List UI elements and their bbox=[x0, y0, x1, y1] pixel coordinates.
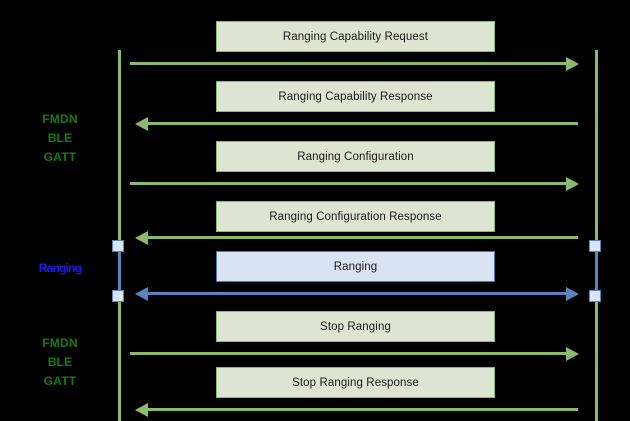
message-arrow-line-stop-ranging-response bbox=[148, 408, 578, 411]
message-box-ranging-capability-response[interactable]: Ranging Capability Response bbox=[216, 81, 495, 112]
phase-label-line-2: BLE bbox=[47, 131, 73, 145]
message-arrow-head-right-ranging-configuration bbox=[566, 176, 579, 191]
message-arrow-head-left-stop-ranging-response bbox=[135, 402, 148, 417]
message-arrow-line-ranging-configuration bbox=[130, 182, 566, 185]
activation-node-left-top bbox=[112, 240, 124, 252]
message-arrow-head-right-ranging-capability-request bbox=[566, 56, 579, 71]
message-box-ranging-capability-request[interactable]: Ranging Capability Request bbox=[216, 21, 495, 52]
message-box-ranging-configuration-response[interactable]: Ranging Configuration Response bbox=[216, 201, 495, 232]
left-lifeline-lower bbox=[118, 300, 121, 421]
right-lifeline-upper bbox=[595, 50, 598, 246]
message-arrow-head-left-ranging-configuration-response bbox=[135, 230, 148, 245]
message-arrow-line-ranging bbox=[148, 292, 566, 295]
message-arrow-line-ranging-capability-response bbox=[148, 122, 578, 125]
message-arrow-head-left-ranging bbox=[135, 286, 148, 301]
left-lifeline-upper bbox=[118, 50, 121, 246]
phase-label-line-1: FMDN bbox=[42, 336, 78, 350]
activation-node-right-bottom bbox=[589, 290, 601, 302]
phase-label-line-1: Ranging bbox=[38, 261, 82, 275]
phase-label-line-3: GATT bbox=[43, 374, 77, 388]
activation-node-right-top bbox=[589, 240, 601, 252]
message-arrow-line-stop-ranging bbox=[130, 352, 566, 355]
message-arrow-line-ranging-capability-request bbox=[130, 62, 566, 65]
message-box-ranging-configuration[interactable]: Ranging Configuration bbox=[216, 141, 495, 172]
message-box-stop-ranging[interactable]: Stop Ranging bbox=[216, 311, 495, 342]
right-lifeline-ranging-segment bbox=[595, 244, 598, 302]
phase-label-ranging: Ranging bbox=[24, 259, 96, 278]
right-lifeline-lower bbox=[595, 300, 598, 421]
message-box-stop-ranging-response[interactable]: Stop Ranging Response bbox=[216, 367, 495, 398]
activation-node-left-bottom bbox=[112, 290, 124, 302]
message-arrow-head-right-stop-ranging bbox=[566, 346, 579, 361]
phase-label-fmdn-ble-gatt-top: FMDN BLE GATT bbox=[24, 110, 96, 167]
message-arrow-line-ranging-configuration-response bbox=[148, 236, 578, 239]
message-arrow-head-right-ranging bbox=[566, 286, 579, 301]
phase-label-line-1: FMDN bbox=[42, 112, 78, 126]
phase-label-line-2: BLE bbox=[47, 355, 73, 369]
left-lifeline-ranging-segment bbox=[118, 244, 121, 302]
message-arrow-head-left-ranging-capability-response bbox=[135, 116, 148, 131]
phase-label-line-3: GATT bbox=[43, 150, 77, 164]
message-box-ranging[interactable]: Ranging bbox=[216, 251, 495, 282]
phase-label-fmdn-ble-gatt-bottom: FMDN BLE GATT bbox=[24, 334, 96, 391]
